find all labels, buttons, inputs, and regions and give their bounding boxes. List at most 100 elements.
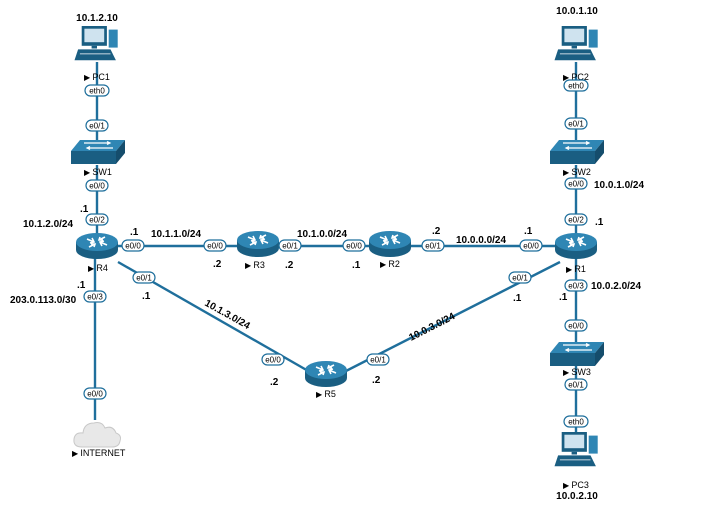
port-r1-e0-0[interactable]: e0/0 [519, 239, 543, 252]
svg-text:e0/0: e0/0 [265, 356, 281, 365]
octet-r4-r5: .1 [142, 291, 151, 302]
r1[interactable]: ▶ R1 [554, 232, 598, 274]
port-sw3-e0-0[interactable]: e0/0 [564, 319, 588, 332]
r4-name-label: ▶ R4 [88, 263, 108, 273]
svg-text:e0/0: e0/0 [523, 242, 539, 251]
switch-icon [70, 139, 126, 165]
r5[interactable]: ▶ R5 [304, 360, 348, 399]
sw1[interactable]: ▶ SW1 [70, 139, 126, 177]
svg-text:e0/0: e0/0 [207, 242, 223, 251]
pc3-ip-label: 10.0.2.10 [556, 491, 598, 502]
pc2[interactable]: ▶ PC2 10.0.1.10 [554, 6, 599, 82]
port-sw3-e0-1[interactable]: e0/1 [564, 378, 588, 391]
network-label-10-0-0: 10.0.0.0/24 [456, 235, 506, 246]
octet-r1-r2: .1 [524, 226, 533, 237]
network-label-203: 203.0.113.0/30 [10, 295, 77, 306]
port-labels: eth0 e0/1 e0/0 e0/2 e0/0 e0/1 e0/3 e0/0 … [83, 79, 589, 428]
r4[interactable]: ▶ R4 [75, 232, 119, 273]
r3-name-label: ▶ R3 [245, 260, 265, 270]
port-r2-e0-0[interactable]: e0/0 [342, 239, 366, 252]
r1-name-label: ▶ R1 [566, 264, 586, 274]
svg-text:e0/1: e0/1 [512, 274, 528, 283]
port-pc1-eth0[interactable]: eth0 [84, 84, 110, 97]
network-label-10-1-1: 10.1.1.0/24 [151, 229, 201, 240]
svg-text:e0/3: e0/3 [568, 282, 584, 291]
octet-r4-lan: .1 [80, 204, 89, 215]
router-icon [236, 230, 280, 258]
sw2[interactable]: ▶ SW2 [549, 139, 605, 177]
network-label-10-1-2: 10.1.2.0/24 [23, 219, 73, 230]
network-label-10-1-0: 10.1.0.0/24 [297, 229, 347, 240]
svg-text:e0/1: e0/1 [568, 120, 584, 129]
svg-text:e0/0: e0/0 [87, 390, 103, 399]
port-r5-e0-1[interactable]: e0/1 [366, 353, 390, 366]
port-r4-e0-1[interactable]: e0/1 [132, 271, 156, 284]
svg-text:e0/1: e0/1 [370, 356, 386, 365]
r2-name-label: ▶ R2 [380, 259, 400, 269]
octet-r2-r3: .1 [352, 260, 361, 271]
port-r5-e0-0[interactable]: e0/0 [261, 353, 285, 366]
sw1-name-label: ▶ SW1 [84, 167, 112, 177]
port-r4-e0-3[interactable]: e0/3 [83, 290, 107, 303]
octet-r2-r1: .2 [432, 226, 441, 237]
octet-r5-r1: .2 [372, 375, 381, 386]
pc1-ip-label: 10.1.2.10 [76, 13, 118, 24]
internet-name-label: ▶ INTERNET [72, 448, 126, 458]
svg-text:e0/0: e0/0 [125, 242, 141, 251]
r5-name-label: ▶ R5 [316, 389, 336, 399]
r3[interactable]: ▶ R3 [236, 230, 280, 270]
svg-text:eth0: eth0 [568, 418, 584, 427]
pc2-name-label: ▶ PC2 [563, 72, 589, 82]
svg-text:e0/3: e0/3 [87, 293, 103, 302]
octet-r1-lan2: .1 [559, 292, 568, 303]
r2[interactable]: ▶ R2 [368, 230, 412, 269]
port-r3-e0-0[interactable]: e0/0 [203, 239, 227, 252]
svg-text:e0/1: e0/1 [282, 242, 298, 251]
port-r3-e0-1[interactable]: e0/1 [278, 239, 302, 252]
pc2-ip-label: 10.0.1.10 [556, 6, 598, 17]
port-r4-e0-2[interactable]: e0/2 [85, 213, 109, 226]
pc1-name-label: ▶ PC1 [84, 72, 110, 82]
port-pc3-eth0[interactable]: eth0 [563, 415, 589, 428]
octet-r5-r4: .2 [270, 377, 279, 388]
network-labels: 10.1.2.0/24 10.1.1.0/24 10.1.0.0/24 10.0… [10, 180, 644, 344]
svg-text:e0/1: e0/1 [425, 242, 441, 251]
sw3[interactable]: ▶ SW3 [549, 341, 605, 377]
internet[interactable]: ▶ INTERNET [72, 422, 126, 458]
port-r1-e0-1[interactable]: e0/1 [508, 271, 532, 284]
port-r2-e0-1[interactable]: e0/1 [421, 239, 445, 252]
svg-text:e0/1: e0/1 [89, 122, 105, 131]
pc1[interactable]: ▶ PC1 10.1.2.10 [74, 13, 119, 82]
port-r4-e0-0[interactable]: e0/0 [121, 239, 145, 252]
network-label-10-0-3: 10.0.3.0/24 [407, 311, 457, 344]
sw3-name-label: ▶ SW3 [563, 367, 591, 377]
svg-text:e0/0: e0/0 [568, 180, 584, 189]
svg-text:eth0: eth0 [89, 87, 105, 96]
pc-icon [554, 26, 599, 61]
port-internet-e0-0[interactable]: e0/0 [83, 387, 107, 400]
svg-text:e0/2: e0/2 [89, 216, 105, 225]
port-r1-e0-2[interactable]: e0/2 [564, 213, 588, 226]
switch-icon [549, 341, 605, 367]
svg-text:e0/0: e0/0 [568, 322, 584, 331]
octet-r4-inet: .1 [77, 280, 86, 291]
cloud-icon [73, 422, 121, 448]
port-r1-e0-3[interactable]: e0/3 [564, 279, 588, 292]
octet-r4-r3: .1 [130, 227, 139, 238]
router-icon [368, 230, 412, 258]
router-icon [304, 360, 348, 388]
port-sw2-e0-0[interactable]: e0/0 [564, 177, 588, 190]
pc3-name-label: ▶ PC3 [563, 480, 589, 490]
pc3[interactable]: ▶ PC3 10.0.2.10 [554, 432, 599, 502]
port-sw1-e0-1[interactable]: e0/1 [85, 119, 109, 132]
devices: ▶ PC1 10.1.2.10 ▶ SW1 ▶ R4 ▶ R3 ▶ R2 ▶ R… [70, 6, 605, 502]
port-sw1-e0-0[interactable]: e0/0 [85, 179, 109, 192]
svg-text:e0/1: e0/1 [568, 381, 584, 390]
octet-r1-r5: .1 [513, 293, 522, 304]
svg-text:e0/2: e0/2 [568, 216, 584, 225]
port-pc2-eth0[interactable]: eth0 [563, 79, 589, 92]
svg-text:e0/1: e0/1 [136, 274, 152, 283]
port-sw2-e0-1[interactable]: e0/1 [564, 117, 588, 130]
svg-text:eth0: eth0 [568, 82, 584, 91]
network-label-10-0-2: 10.0.2.0/24 [591, 281, 641, 292]
